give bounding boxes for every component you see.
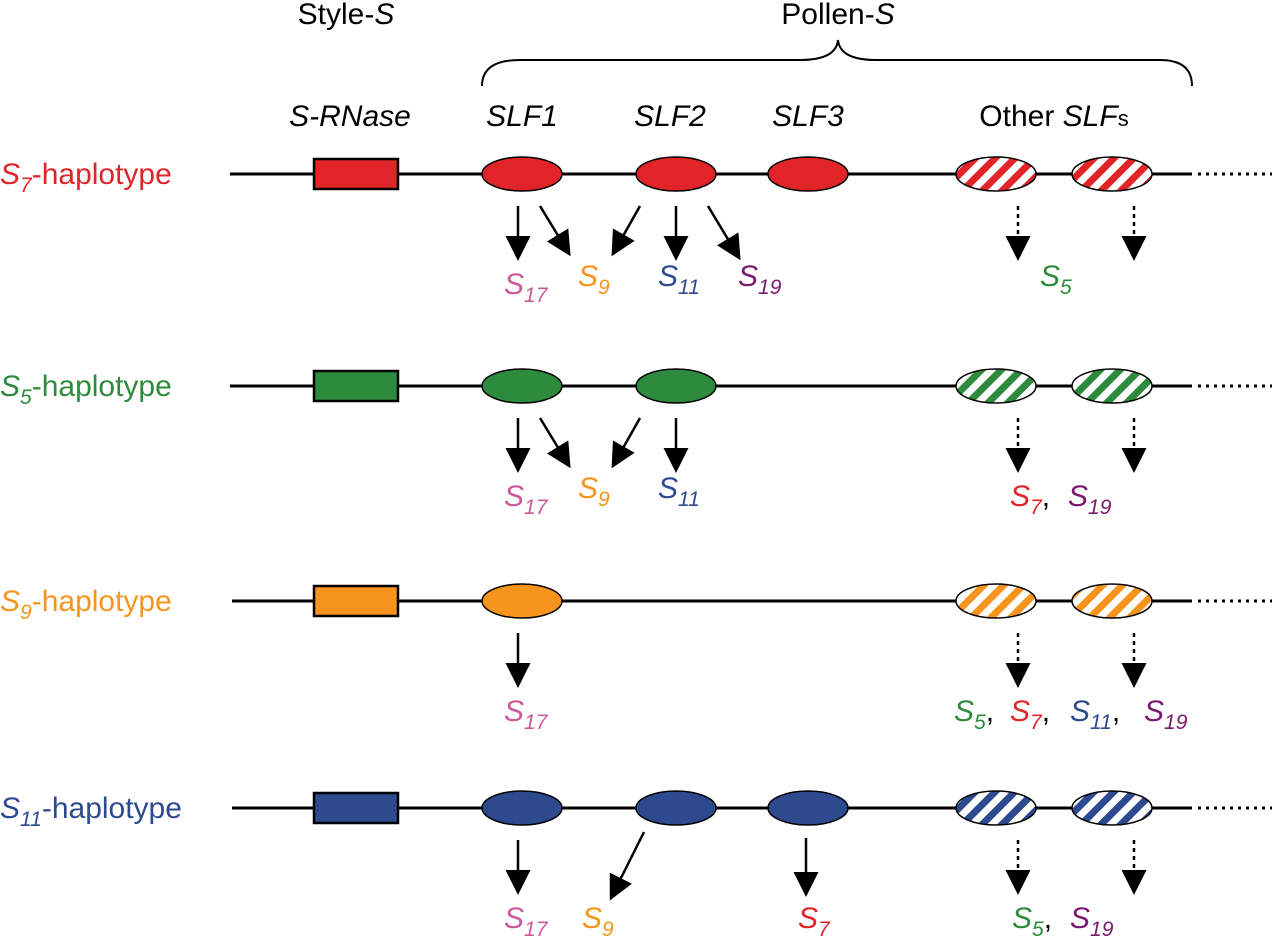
slf2-target-1-s7: S11 (658, 260, 700, 299)
slf2-arrow-1-s11 (609, 831, 646, 901)
row-label-s9: S9-haplotype (0, 585, 172, 624)
slf3-label: SLF3 (772, 100, 844, 133)
slf1-label: SLF1 (486, 100, 558, 133)
slf1-target-2-s5: S9 (578, 472, 610, 511)
other-slfs-label: Other SLFs (979, 100, 1128, 133)
slf2-target-1-s11: S9 (582, 902, 614, 938)
slf1-ellipse-s5 (481, 368, 563, 404)
slf2-ellipse-s5 (635, 368, 717, 404)
style-s-header: Style-S (298, 0, 395, 31)
s-rnase-box-s9 (312, 584, 400, 618)
slf2-arrow-to-shared-s5 (611, 417, 642, 469)
other-slf-target-2-s11: S19 (1070, 902, 1114, 938)
slf2-arrow-to-shared-s7 (611, 205, 642, 257)
other-slf-target-1-s11: S5, (1012, 902, 1052, 938)
s-rnase-box-s5 (312, 369, 400, 403)
other-slf-ellipse-2-s9 (1071, 583, 1153, 619)
slf2-label: SLF2 (634, 100, 706, 133)
slf1-ellipse-s9 (481, 583, 563, 619)
other-slf-ellipse-1-s5 (955, 368, 1037, 404)
other-slf-target-2-s5: S19 (1068, 480, 1112, 519)
row-label-s7: S7-haplotype (0, 158, 172, 197)
slf3-ellipse-s7 (767, 156, 849, 192)
slf1-target-1-s7: S17 (504, 268, 549, 307)
other-slf-ellipse-2-s11 (1071, 790, 1153, 826)
s-rnase-box-s11 (312, 791, 400, 825)
row-label-s11: S11-haplotype (0, 792, 182, 831)
slf1-ellipse-s11 (481, 790, 563, 826)
other-slf-target-4-s9: S19 (1144, 695, 1188, 734)
other-slf-target-3-s9: S11, (1070, 695, 1120, 734)
pollen-s-header: Pollen-S (781, 0, 894, 31)
s-rnase-box-s7 (312, 157, 400, 191)
slf1-arrow-2-s7 (538, 205, 571, 257)
other-slf-target-1-s5: S7, (1010, 480, 1050, 519)
slf1-target-1-s5: S17 (504, 480, 549, 519)
other-slf-ellipse-1-s9 (955, 583, 1037, 619)
row-label-s5: S5-haplotype (0, 370, 172, 409)
s-rnase-label: S-RNase (289, 100, 411, 133)
slf2-ellipse-s11 (635, 790, 717, 826)
slf2-target-2-s7: S19 (738, 260, 782, 299)
slf1-target-2-s7: S9 (578, 260, 610, 299)
slf3-target-1-s11: S7 (798, 902, 831, 938)
other-slf-target-2-s9: S7, (1010, 695, 1050, 734)
slf1-ellipse-s7 (481, 156, 563, 192)
other-slf-ellipse-2-s7 (1071, 156, 1153, 192)
other-slf-ellipse-1-s11 (955, 790, 1037, 826)
other-slf-ellipse-1-s7 (955, 156, 1037, 192)
other-slf-target-1-s9: S5, (954, 695, 994, 734)
slf1-arrow-2-s5 (538, 417, 571, 469)
slf2-ellipse-s7 (635, 156, 717, 192)
slf1-target-1-s9: S17 (504, 695, 549, 734)
slf2-target-1-s5: S11 (658, 472, 700, 511)
pollen-s-brace (481, 39, 1193, 87)
slf1-target-1-s11: S17 (504, 902, 549, 938)
slf3-ellipse-s11 (767, 790, 849, 826)
slf2-arrow-2-s7 (706, 205, 741, 261)
other-slf-target-1-s7: S5 (1040, 260, 1072, 299)
other-slf-ellipse-2-s5 (1071, 368, 1153, 404)
